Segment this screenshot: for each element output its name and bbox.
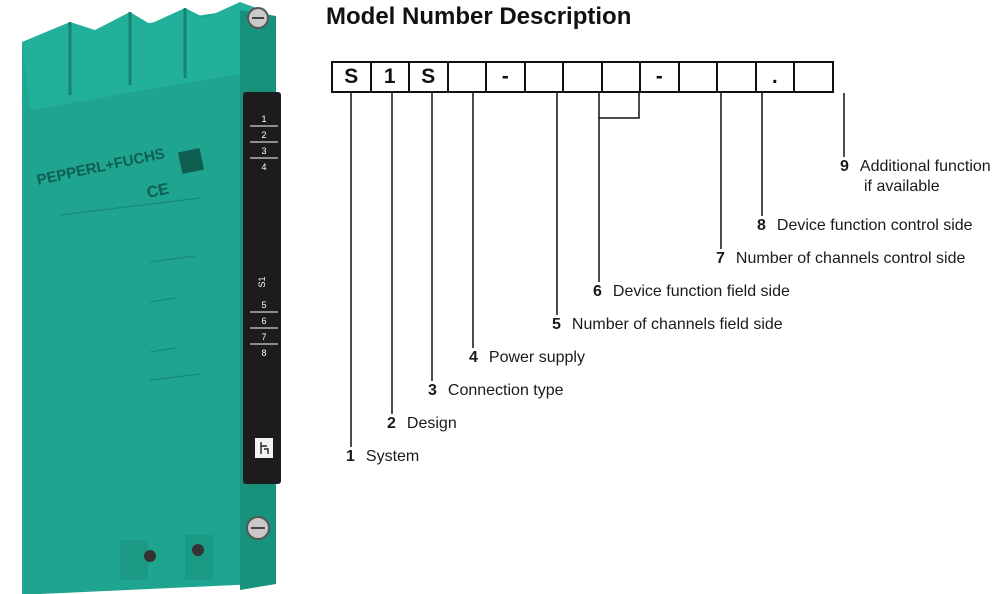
legend-item-design: 2 Design	[387, 414, 457, 434]
code-box	[523, 61, 564, 93]
code-box	[446, 61, 487, 93]
legend-label: Power supply	[488, 349, 585, 366]
code-box: .	[754, 61, 795, 93]
code-box: S	[331, 61, 372, 93]
legend-item-function-field: 6 Device function field side	[593, 282, 790, 302]
legend-label: Number of channels field side	[571, 316, 783, 333]
legend-label: Number of channels control side	[735, 250, 966, 267]
legend-label: Additional function	[859, 158, 991, 175]
legend-label: Design	[406, 415, 457, 432]
terminal-label: 7	[261, 332, 266, 342]
ce-mark-icon: CE	[145, 181, 171, 202]
code-box	[562, 61, 603, 93]
terminal-label: 4	[261, 162, 266, 172]
switch-label: S1	[257, 276, 267, 287]
code-box: -	[485, 61, 526, 93]
qr-code-icon	[177, 147, 205, 175]
code-box	[677, 61, 718, 93]
legend-number: 9	[840, 158, 849, 175]
page-title: Model Number Description	[326, 3, 632, 30]
legend-number: 5	[552, 316, 561, 333]
code-box: S	[408, 61, 449, 93]
legend-item-channels-field: 5 Number of channels field side	[552, 315, 783, 335]
legend-number: 4	[469, 349, 478, 366]
code-box: 1	[369, 61, 410, 93]
legend-label: System	[365, 448, 420, 465]
terminal-label: 1	[261, 114, 266, 124]
model-number-code: S 1 S - - .	[331, 61, 834, 93]
terminal-label: 6	[261, 316, 266, 326]
terminal-label: 5	[261, 300, 266, 310]
terminal-label: 8	[261, 348, 266, 358]
legend-number: 3	[428, 382, 437, 399]
legend-item-power-supply: 4 Power supply	[469, 348, 585, 368]
legend-number: 2	[387, 415, 396, 432]
legend-item-channels-control: 7 Number of channels control side	[716, 249, 965, 269]
legend-number: 1	[346, 448, 355, 465]
legend-label: Device function control side	[776, 217, 973, 234]
terminal-label: 3	[261, 146, 266, 156]
legend-label-line2: if available	[864, 178, 940, 195]
legend-label: Connection type	[447, 382, 564, 399]
terminal-label: 2	[261, 130, 266, 140]
legend-number: 8	[757, 217, 766, 234]
code-box	[600, 61, 641, 93]
legend-number: 6	[593, 283, 602, 300]
legend-item-system: 1 System	[346, 447, 419, 467]
code-box	[716, 61, 757, 93]
legend-label: Device function field side	[612, 283, 790, 300]
legend-item-connection-type: 3 Connection type	[428, 381, 564, 401]
legend-item-additional-function: 9 Additional function if available	[840, 157, 991, 197]
product-image: 1 2 3 4 S1 5 6 7 8 PEPPERL+FUCHS CE	[22, 2, 281, 594]
front-strip	[243, 92, 281, 484]
legend-item-function-control: 8 Device function control side	[757, 216, 973, 236]
code-box	[793, 61, 834, 93]
top-connector	[22, 2, 262, 110]
legend-number: 7	[716, 250, 725, 267]
code-box: -	[639, 61, 680, 93]
